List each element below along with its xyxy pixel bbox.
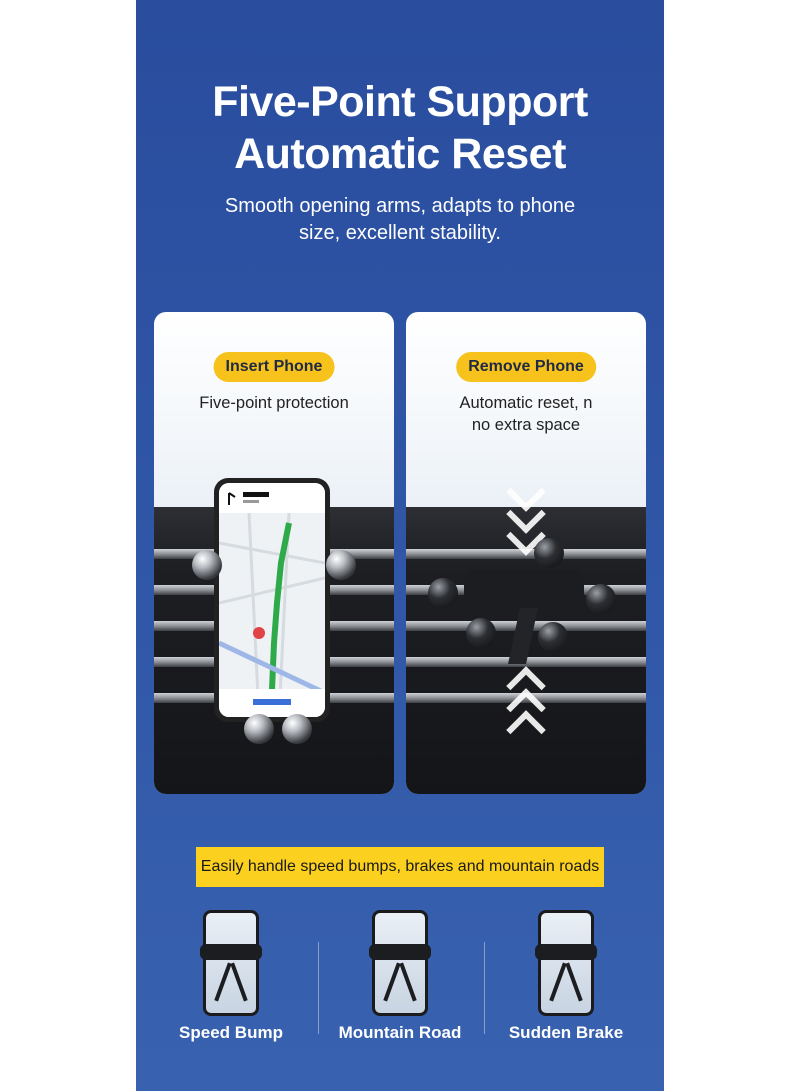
subtitle-line-1: Smooth opening arms, adapts to phone <box>224 195 576 217</box>
scenario-label: Speed Bump <box>179 1023 283 1042</box>
divider <box>318 942 319 1034</box>
remove-phone-caption: Automatic reset, n no extra space <box>416 392 636 436</box>
insert-phone-caption-line-1: Five-point protection <box>199 394 349 412</box>
scenario-label: Sudden Brake <box>508 1023 624 1042</box>
holder-arm-ball <box>534 538 564 568</box>
subtitle-line-2: size, excellent stability. <box>299 222 501 244</box>
remove-phone-caption-line-1: Automatic reset, n <box>459 394 593 412</box>
phone-map-screen <box>219 483 325 717</box>
scenario-sudden-brake: Sudden Brake <box>486 906 646 1066</box>
insert-phone-caption: Five-point protection <box>164 392 384 414</box>
mini-phone-icon <box>538 910 594 1016</box>
scenario-mountain-road: Mountain Road <box>320 906 480 1066</box>
insert-phone-card: Insert Phone Five-point protection <box>154 312 394 794</box>
mini-holder-icon <box>369 944 431 960</box>
scenario-speed-bump: Speed Bump <box>151 906 311 1066</box>
mini-holder-icon <box>200 944 262 960</box>
mini-holder-icon <box>535 944 597 960</box>
product-banner: Five-Point Support Automatic Reset Smoot… <box>136 0 664 1091</box>
map-graphic <box>219 483 325 717</box>
subtitle: Smooth opening arms, adapts to phone siz… <box>166 193 634 247</box>
vent-slat <box>406 549 646 559</box>
scenario-label: Mountain Road <box>338 1023 462 1042</box>
holder-arm-ball <box>586 584 616 614</box>
up-arrows-icon <box>506 666 546 750</box>
holder-arm-ball <box>428 578 458 608</box>
divider <box>484 942 485 1034</box>
holder-arm-ball <box>538 622 568 652</box>
title-line-2: Automatic Reset <box>234 130 566 178</box>
insert-phone-pill: Insert Phone <box>213 352 335 382</box>
road-conditions-banner: Easily handle speed bumps, brakes and mo… <box>196 847 604 887</box>
vent-slat <box>406 693 646 703</box>
remove-phone-caption-line-2: no extra space <box>471 416 581 434</box>
remove-phone-pill: Remove Phone <box>456 352 596 382</box>
holder-arm-ball <box>192 550 222 580</box>
holder-arm-ball <box>282 714 312 744</box>
phone-holder-image <box>464 570 584 610</box>
phone-image <box>214 478 330 722</box>
remove-phone-card: Remove Phone Automatic reset, n no extra… <box>406 312 646 794</box>
holder-arm-ball <box>466 618 496 648</box>
down-arrows-icon <box>506 472 546 556</box>
page-title: Five-Point Support Automatic Reset <box>136 76 664 180</box>
holder-arm-ball <box>326 550 356 580</box>
holder-arm-ball <box>244 714 274 744</box>
title-line-1: Five-Point Support <box>212 78 588 126</box>
